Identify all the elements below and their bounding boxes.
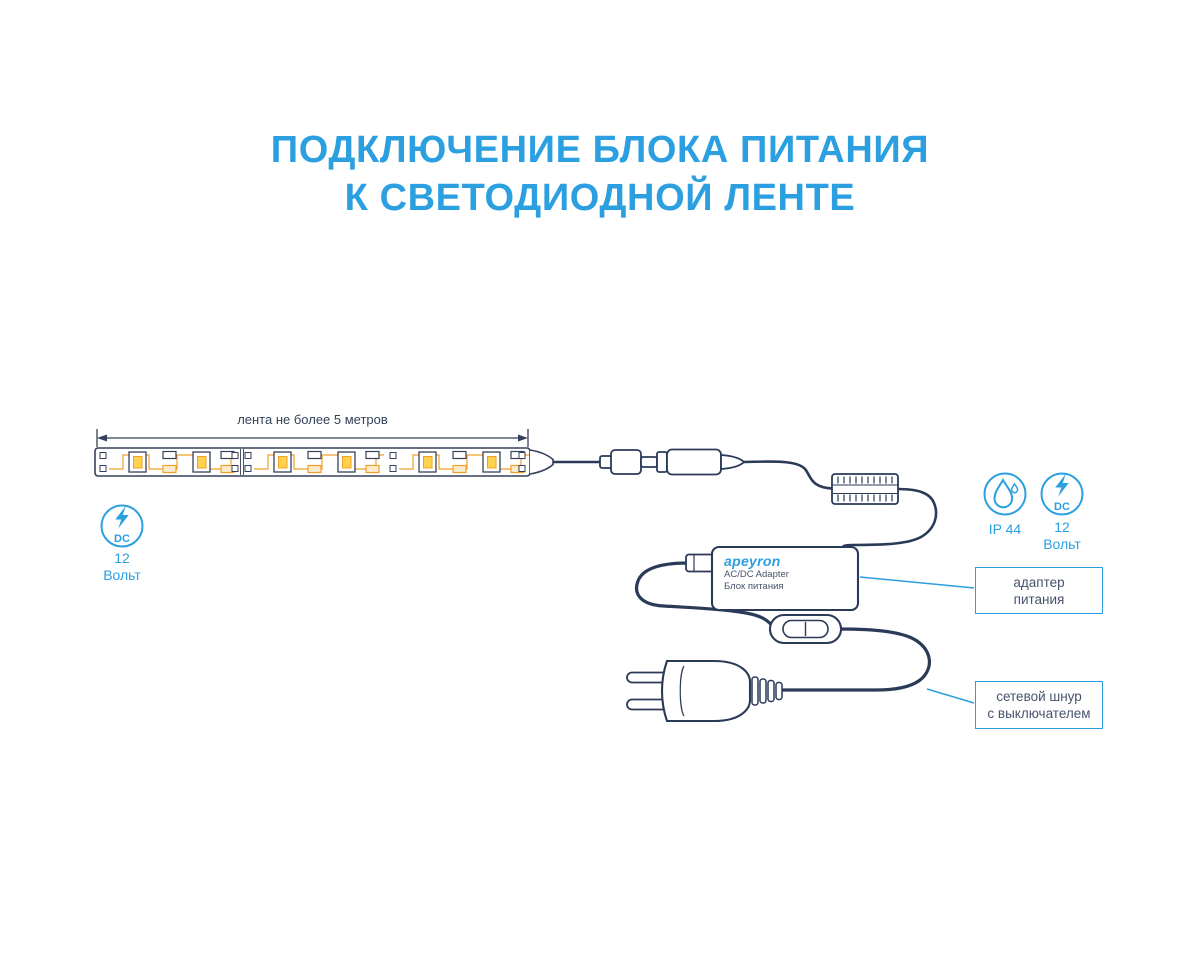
dc-voltage-icon-left: DC xyxy=(100,504,144,548)
lightning-bolt-icon xyxy=(1055,474,1069,497)
power-adapter xyxy=(685,545,860,612)
dc-symbol-text: DC xyxy=(1054,501,1070,513)
ac-cord xyxy=(635,561,932,692)
strip-end-connector xyxy=(529,449,554,475)
callout-adapter-line2: питания xyxy=(1013,591,1065,607)
page-title: ПОДКЛЮЧЕНИЕ БЛОКА ПИТАНИЯ К СВЕТОДИОДНОЙ… xyxy=(0,127,1200,223)
dc-right-value: 12 xyxy=(1054,519,1070,535)
lightning-bolt-icon xyxy=(115,506,129,529)
dc-voltage-icon-right: DC xyxy=(1040,472,1084,516)
dc-left-label: 12 Вольт xyxy=(82,550,162,584)
page-title-line1: ПОДКЛЮЧЕНИЕ БЛОКА ПИТАНИЯ xyxy=(270,129,930,171)
dc-left-unit: Вольт xyxy=(103,567,141,583)
adapter-markings: apeyron AC/DC Adapter Блок питания xyxy=(724,553,849,592)
callout-leader-lines xyxy=(859,576,975,704)
adapter-name-line: Блок питания xyxy=(724,580,784,592)
callout-adapter-line1: адаптер xyxy=(1013,574,1065,590)
dc-right-label: 12 Вольт xyxy=(1031,519,1093,553)
eu-plug xyxy=(626,659,783,723)
inline-switch xyxy=(768,613,843,645)
strip-cut-mark xyxy=(240,449,244,475)
droplet-icon xyxy=(993,477,1014,509)
dimension-annotation xyxy=(96,429,529,447)
water-resistance-icon xyxy=(983,472,1027,516)
dc-left-value: 12 xyxy=(114,550,130,566)
dc-symbol-text: DC xyxy=(114,533,130,545)
adapter-type-line: AC/DC Adapter xyxy=(724,569,789,580)
callout-adapter: адаптер питания xyxy=(975,567,1103,614)
brand-logo: apeyron xyxy=(724,553,781,569)
page-title-line2: К СВЕТОДИОДНОЙ ЛЕНТЕ xyxy=(344,176,856,219)
dc-barrel-connector xyxy=(599,448,746,476)
small-droplet-icon xyxy=(1010,482,1019,494)
dc-wires xyxy=(551,460,938,551)
callout-cord-line1: сетевой шнур xyxy=(996,689,1082,704)
ip44-label: IP 44 xyxy=(988,521,1022,537)
callout-cord: сетевой шнур с выключателем xyxy=(975,681,1103,729)
strip-length-label: лента не более 5 метров xyxy=(237,412,388,427)
inline-connector-block xyxy=(831,473,899,505)
callout-cord-line2: с выключателем xyxy=(987,706,1091,721)
led-strip xyxy=(94,447,554,477)
dc-right-unit: Вольт xyxy=(1043,536,1081,552)
